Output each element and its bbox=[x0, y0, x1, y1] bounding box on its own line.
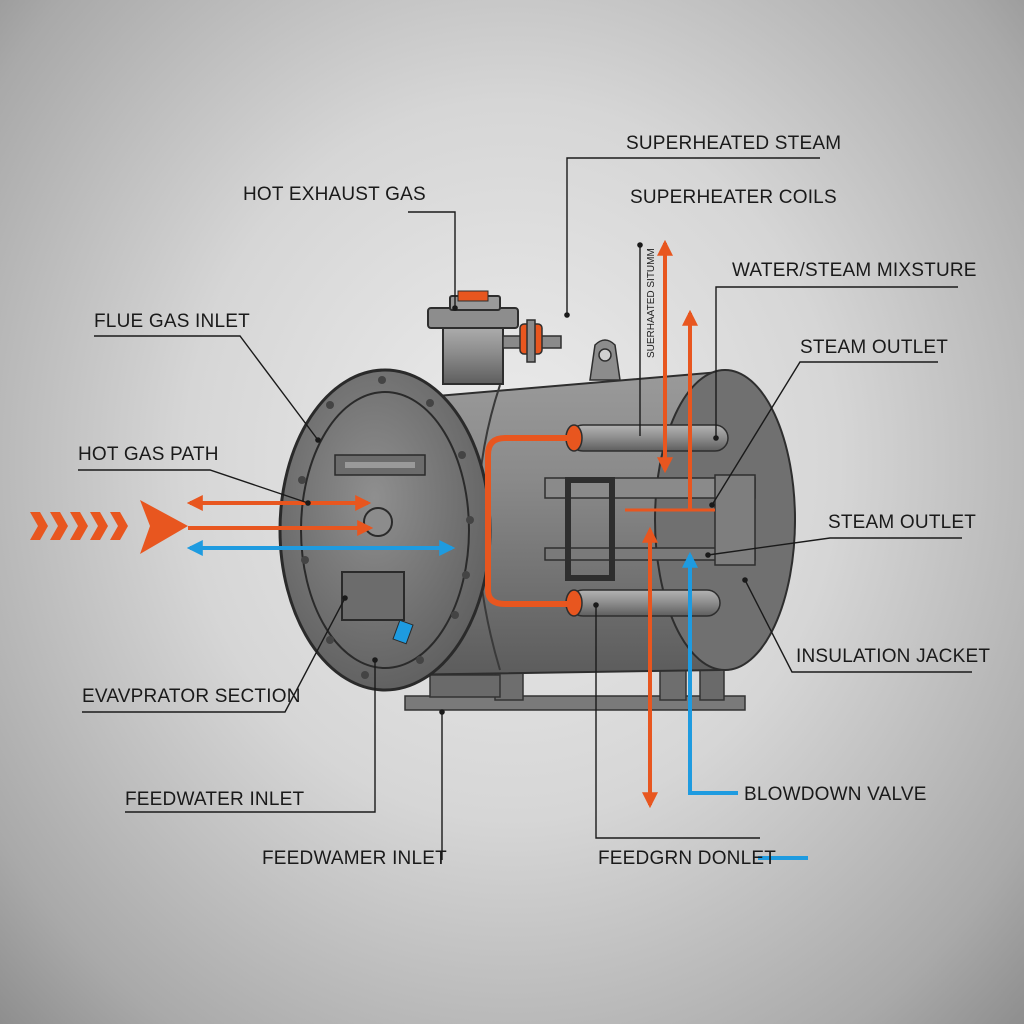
inlet-gas-chevrons bbox=[30, 500, 188, 554]
label-feed-outlet: FEEDGRN DONLET bbox=[598, 848, 777, 869]
label-blowdown-valve: BLOWDOWN VALVE bbox=[744, 784, 927, 805]
lower-header-pipe bbox=[565, 589, 721, 617]
leader-lines bbox=[78, 157, 972, 860]
label-superheater-coils: SUPERHEATER COILS bbox=[630, 187, 837, 208]
label-feedwamer-inlet: FEEDWAMER INLET bbox=[262, 848, 447, 869]
label-vertical-pipe: SUERHAATED SITUMM bbox=[646, 248, 657, 358]
label-evaporator-section: EVAVPRATOR SECTION bbox=[82, 686, 301, 707]
front-end-plate bbox=[278, 368, 492, 692]
label-hot-exhaust-gas: HOT EXHAUST GAS bbox=[243, 184, 426, 205]
label-superheated-steam: SUPERHEATED STEAM bbox=[626, 133, 842, 154]
blowdown-blue-line bbox=[682, 551, 738, 795]
label-feedwater-inlet: FEEDWATER INLET bbox=[125, 789, 305, 810]
top-exhaust-nozzle bbox=[427, 290, 519, 385]
label-insulation-jacket: INSULATION JACKET bbox=[796, 646, 991, 667]
label-water-steam-mixture: WATER/STEAM MIXSTURE bbox=[732, 260, 977, 281]
label-hot-gas-path: HOT GAS PATH bbox=[78, 444, 219, 465]
label-steam-outlet-upper: STEAM OUTLET bbox=[800, 337, 949, 358]
label-steam-outlet-lower: STEAM OUTLET bbox=[828, 512, 977, 533]
label-flue-gas-inlet: FLUE GAS INLET bbox=[94, 311, 250, 332]
hot-loop-pipe bbox=[485, 435, 570, 607]
top-side-valve bbox=[502, 319, 621, 381]
upper-header-pipe bbox=[565, 424, 729, 452]
